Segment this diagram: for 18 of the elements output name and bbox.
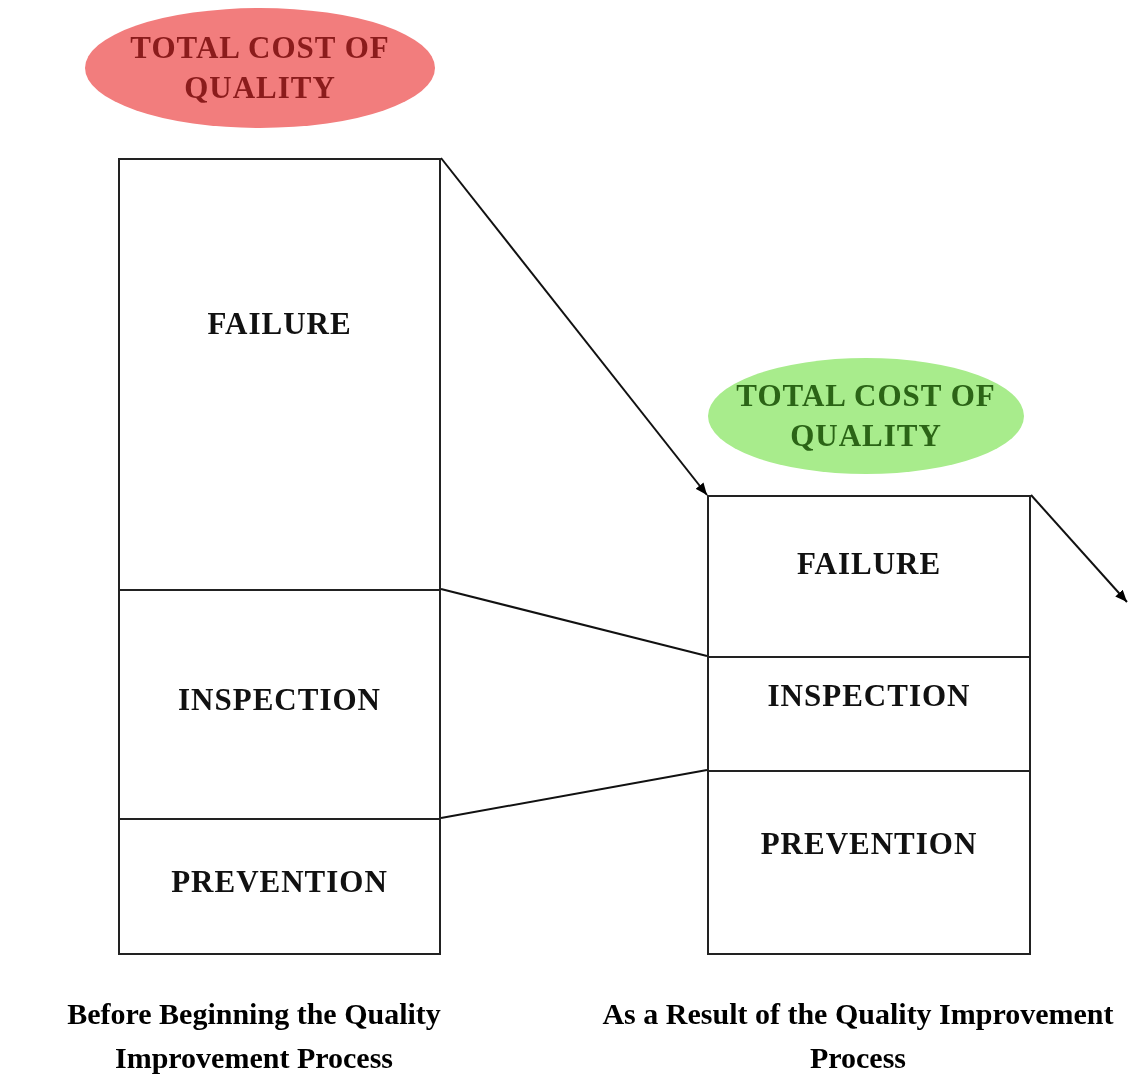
column-caption: Before Beginning the Quality Improvement Process <box>66 996 442 1076</box>
cost-segment-box <box>707 770 1031 955</box>
cost-segment-box <box>707 656 1031 772</box>
ellipse-label: TOTAL COST OF QUALITY <box>130 28 390 107</box>
segment-label: FAILURE <box>796 545 942 584</box>
connector-arrow <box>440 157 708 496</box>
cost-segment-box <box>707 495 1031 658</box>
cost-segment-box <box>118 158 441 591</box>
connector-arrow <box>1030 494 1128 603</box>
column-caption: As a Result of the Quality Improvement Process <box>601 996 1115 1076</box>
segment-label: INSPECTION <box>767 676 971 715</box>
segment-label: FAILURE <box>207 305 352 344</box>
ellipse-label: TOTAL COST OF QUALITY <box>736 376 996 455</box>
cost-segment-box <box>118 818 441 955</box>
segment-label: PREVENTION <box>760 825 978 864</box>
segment-label: INSPECTION <box>178 681 381 720</box>
cost-segment-box <box>118 589 441 820</box>
segment-label: PREVENTION <box>171 863 388 902</box>
